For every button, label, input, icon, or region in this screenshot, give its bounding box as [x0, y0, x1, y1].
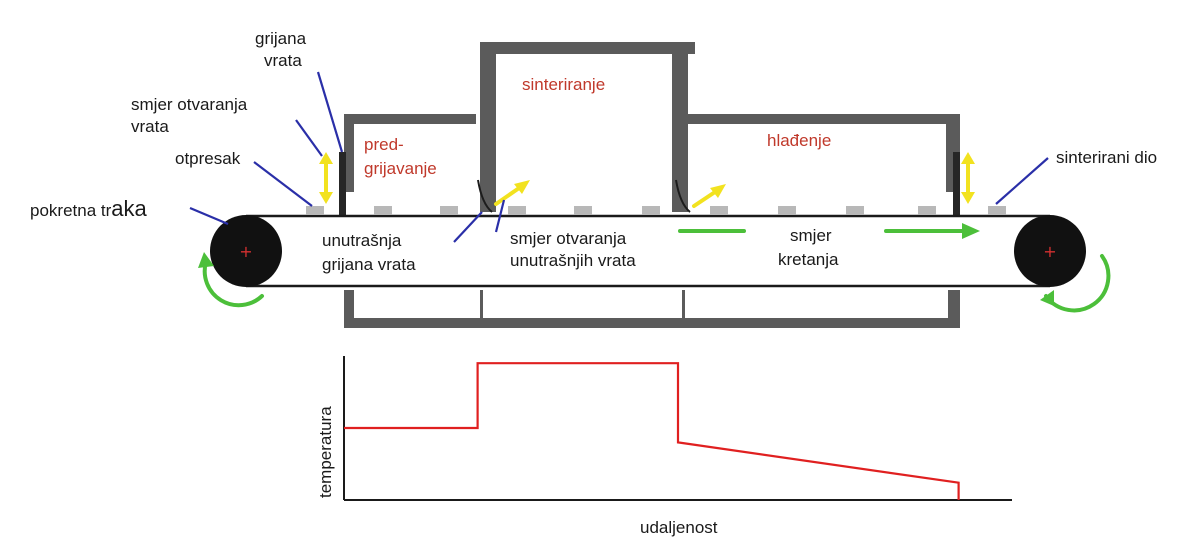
bottom-left-wall [344, 290, 354, 328]
furnace-bottom [344, 290, 960, 328]
roller-left [210, 215, 282, 287]
label-conveyor: pokretna traka [30, 196, 148, 221]
door-open-arrowhead-up-right [961, 152, 975, 164]
door-arrows [319, 152, 975, 208]
zone-label-sintering: sinteriranje [522, 75, 605, 94]
part [710, 206, 728, 215]
bottom-divider-1 [480, 290, 483, 328]
part [778, 206, 796, 215]
inner-door-right [675, 179, 691, 213]
roller-left-rotation-arrow [202, 260, 264, 308]
label-conveyor-b: aka [111, 196, 147, 221]
label-heated-door-1: grijana [255, 29, 307, 48]
part [440, 206, 458, 215]
preheat-left-wall [344, 114, 354, 192]
roller-left-axle: + [239, 242, 252, 261]
part [988, 206, 1006, 215]
bottom-floor [344, 318, 960, 328]
leader-door-direction [295, 119, 323, 157]
leader-heated-door [316, 71, 344, 153]
leader-inner-door [453, 211, 483, 243]
roller-right-rotation-arrow [1044, 254, 1111, 313]
label-movement-2: kretanja [778, 250, 839, 269]
part [918, 206, 936, 215]
part [508, 206, 526, 215]
door-open-arrowhead-down-right [961, 192, 975, 204]
zone-label-preheat-1: pred- [364, 135, 404, 154]
door-open-arrowhead-up-left [319, 152, 333, 164]
temperature-profile-chart: temperatura udaljenost [316, 356, 1012, 537]
inner-door-left [477, 179, 493, 213]
heated-door-left [339, 152, 346, 216]
temperature-line [344, 362, 960, 500]
roller-right [1014, 215, 1086, 287]
inner-door-arrowhead-left [514, 180, 530, 194]
part [306, 206, 324, 215]
preheat-roof [344, 114, 476, 124]
x-axis-label: udaljenost [640, 518, 718, 537]
leader-lines [189, 71, 1049, 243]
sinter-left-wall [480, 42, 496, 212]
part [574, 206, 592, 215]
roller-right-arrowhead [1040, 290, 1054, 306]
label-inner-door-2: grijana vrata [322, 255, 416, 274]
roller-left-arrowhead [198, 252, 214, 268]
door-open-arrowhead-down-left [319, 192, 333, 204]
y-axis-label: temperatura [316, 406, 335, 498]
roller-right-axle: + [1043, 242, 1056, 261]
label-conveyor-a: pokretna tr [30, 201, 112, 220]
label-compact: otpresak [175, 149, 241, 168]
bottom-right-wall [948, 290, 960, 328]
inner-door-arrow-left [494, 184, 524, 206]
parts-on-belt [306, 206, 1006, 215]
leader-conveyor [189, 206, 229, 226]
zone-label-cooling: hlađenje [767, 131, 831, 150]
sinter-right-wall [672, 42, 688, 212]
label-inner-door-1: unutrašnja [322, 231, 402, 250]
label-inner-direction-2: unutrašnjih vrata [510, 251, 636, 270]
label-heated-door-2: vrata [264, 51, 302, 70]
bottom-divider-2 [682, 290, 685, 328]
leader-sintered-part [995, 157, 1049, 205]
label-movement-1: smjer [790, 226, 832, 245]
conveyor-belt: + + [210, 214, 1086, 288]
leader-inner-door-direction [494, 199, 506, 233]
furnace-top [344, 42, 960, 212]
movement-arrowhead [962, 223, 980, 239]
part [374, 206, 392, 215]
zone-label-preheat-2: grijavanje [364, 159, 437, 178]
cooling-roof [684, 114, 960, 124]
part [846, 206, 864, 215]
label-inner-direction-1: smjer otvaranja [510, 229, 627, 248]
part [642, 206, 660, 215]
leader-compact [253, 161, 313, 207]
label-sintered-part: sinterirani dio [1056, 148, 1157, 167]
inner-door-arrowhead-right [710, 184, 726, 198]
label-door-direction-2: vrata [131, 117, 169, 136]
heated-door-right [953, 152, 960, 216]
sinter-roof [480, 42, 695, 54]
label-door-direction-1: smjer otvaranja [131, 95, 248, 114]
motion-arrows [198, 223, 1111, 313]
